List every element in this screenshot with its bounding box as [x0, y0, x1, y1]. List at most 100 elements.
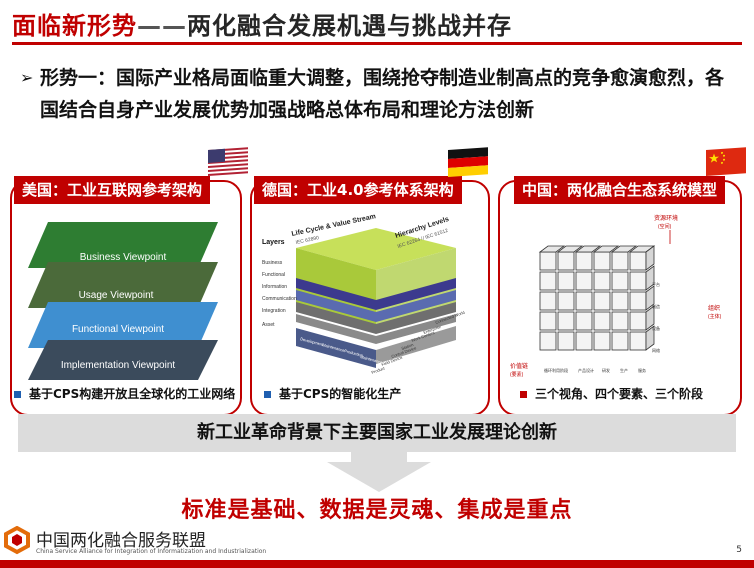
- us-layer-label: Implementation Viewpoint: [61, 360, 176, 371]
- de-lifecycle-std: IEC 62890: [295, 235, 320, 246]
- de-lifecycle-item: Maintenance: [322, 342, 346, 353]
- cube-cell: [629, 271, 647, 291]
- cn-side-item: 制造: [652, 303, 660, 309]
- de-lifecycle-item: Maintenance: [360, 354, 384, 365]
- cube-cell: [557, 291, 575, 311]
- cn-right-label: 组织: [708, 304, 720, 312]
- cube-cell: [539, 271, 557, 291]
- cube-cell: [593, 331, 611, 351]
- cube-cell: [575, 291, 593, 311]
- cube-side-face: [645, 245, 655, 271]
- title-underline: [12, 42, 742, 45]
- us-layer-label: Functional Viewpoint: [72, 324, 164, 335]
- cube-cell: [575, 311, 593, 331]
- cn-bottom-item: 研发: [602, 367, 610, 373]
- cube-side-face: [645, 285, 655, 311]
- cn-bottom-item: 产品设计: [578, 367, 594, 373]
- cube-cell: [557, 311, 575, 331]
- cn-bottom-item: 生产: [620, 367, 628, 373]
- title-highlight: 面临新形势: [12, 12, 137, 40]
- cube-side-face: [645, 325, 655, 351]
- conclusion-text: 标准是基础、数据是灵魂、集成是重点: [181, 498, 573, 523]
- cube-cell: [557, 271, 575, 291]
- cn-bottom-item: 循环利用阶段: [544, 367, 568, 373]
- cube-cell: [557, 251, 575, 271]
- summary-band: [18, 414, 736, 452]
- cube-cell: [629, 291, 647, 311]
- cube-cell: [629, 251, 647, 271]
- us-viewpoint-stack: Business Viewpoint Usage Viewpoint Funct…: [28, 222, 218, 380]
- cube-cell: [575, 331, 593, 351]
- us-layer-label: Usage Viewpoint: [79, 290, 154, 301]
- cube-cell: [539, 331, 557, 351]
- de-lifecycle-item: Development: [300, 336, 325, 347]
- caption-square-icon: [520, 391, 527, 398]
- germany-rami-diagram: Layers Business Functional Information C…: [262, 213, 465, 375]
- panel-us-heading: 美国：工业互联网参考架构: [14, 176, 211, 204]
- us-flag-icon: [208, 147, 248, 176]
- panel-us-caption-text: 基于CPS构建开放且全球化的工业网络: [29, 387, 236, 401]
- cube-top-face: [538, 245, 566, 253]
- cn-side-item: 网络: [652, 347, 660, 353]
- germany-flag-icon: [448, 147, 488, 177]
- de-layer-item: Information: [262, 284, 287, 290]
- footer-bar: [0, 560, 754, 568]
- cube-cell: [611, 291, 629, 311]
- cube-side-face: [645, 305, 655, 331]
- cn-right-sub: (主体): [708, 313, 722, 320]
- cube-cell: [611, 271, 629, 291]
- panel-china-caption: 三个视角、四个要素、三个阶段: [520, 385, 703, 402]
- de-layers-title: Layers: [262, 239, 285, 246]
- cube-cell: [629, 311, 647, 331]
- de-hierarchy-item: Product: [371, 365, 386, 375]
- org-name: 中国两化融合服务联盟: [36, 531, 206, 551]
- china-cube-model: 资源环境 (空间) 组织 (主体) 价值链 (要素) 循环利用阶段 产品设计 研…: [510, 214, 722, 378]
- us-layer-label: Business Viewpoint: [80, 252, 167, 263]
- de-layer-item: Business: [262, 260, 283, 266]
- panel-us-caption: 基于CPS构建开放且全球化的工业网络: [14, 385, 235, 402]
- down-arrow-icon: [327, 452, 431, 492]
- summary-band-text: 新工业革命背景下主要国家工业发展理论创新: [197, 422, 557, 443]
- csaiii-logo-icon: [4, 526, 30, 555]
- cube-cell: [593, 251, 611, 271]
- cn-left-sub: (要素): [510, 371, 524, 378]
- cube-cell: [539, 251, 557, 271]
- caption-square-icon: [264, 391, 271, 398]
- cube-cell: [611, 251, 629, 271]
- de-layer-item: Integration: [262, 308, 286, 314]
- slide-title: 面临新形势——两化融合发展机遇与挑战并存: [12, 6, 512, 41]
- panel-china-heading: 中国：两化融合生态系统模型: [514, 176, 726, 204]
- cube-cell: [557, 331, 575, 351]
- cube-top-face: [610, 245, 638, 253]
- china-flag-icon: [706, 147, 746, 176]
- title-subtitle: 两化融合发展机遇与挑战并存: [187, 12, 512, 40]
- cube-cell: [629, 331, 647, 351]
- cube-cell: [575, 251, 593, 271]
- de-layer-item: Functional: [262, 272, 285, 278]
- cube-top-face: [556, 245, 584, 253]
- de-layer-item: Asset: [262, 322, 275, 328]
- de-lifecycle-item: Production: [344, 348, 364, 358]
- cube-cell: [593, 311, 611, 331]
- panel-germany-caption-text: 基于CPS的智能化生产: [279, 387, 402, 401]
- cube-cell: [593, 271, 611, 291]
- panel-germany-caption: 基于CPS的智能化生产: [264, 385, 401, 402]
- cn-left-label: 价值链: [510, 362, 528, 370]
- title-dash: ——: [137, 12, 187, 40]
- cube-cell: [575, 271, 593, 291]
- bullet-point: ➢ 形势一：国际产业格局面临重大调整，围绕抢夺制造业制高点的竞争愈演愈烈，各国结…: [20, 62, 740, 126]
- panel-china-caption-text: 三个视角、四个要素、三个阶段: [535, 387, 704, 401]
- cn-bottom-item: 服务: [638, 367, 646, 373]
- cn-top-sub: (空间): [658, 223, 672, 230]
- cube-cell: [611, 311, 629, 331]
- cube-top-face: [592, 245, 620, 253]
- cube-top-face: [574, 245, 602, 253]
- cn-side-item: 设备: [652, 325, 660, 331]
- cube-cell: [539, 311, 557, 331]
- cn-side-item: 平台: [652, 281, 660, 287]
- cn-top-label: 资源环境: [654, 214, 678, 222]
- de-layer-item: Communication: [262, 296, 297, 302]
- cube-cell: [593, 291, 611, 311]
- panel-germany-heading: 德国：工业4.0参考体系架构: [254, 176, 462, 204]
- page-number: 5: [736, 545, 742, 555]
